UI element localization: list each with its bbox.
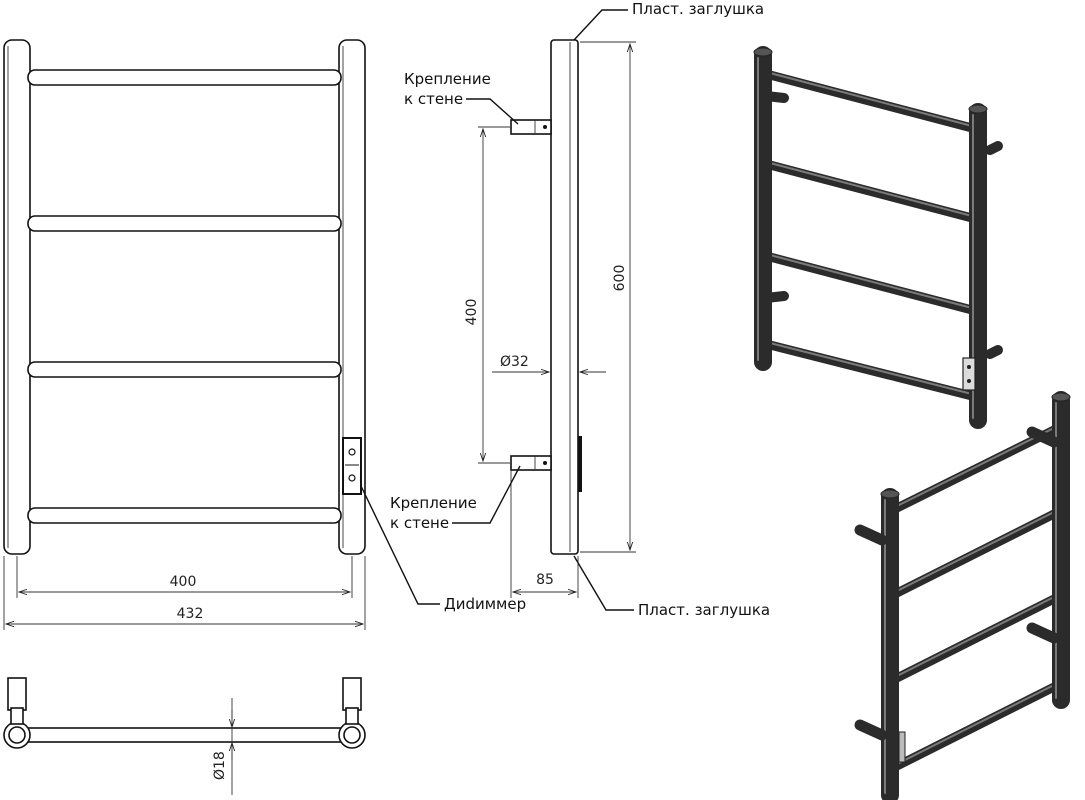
rung-4 (27, 507, 342, 524)
dim-mount-spacing: 400 (464, 299, 480, 326)
dim-rung-diameter: Ø18 (212, 751, 228, 780)
top-view-bracket-right (342, 677, 362, 711)
dim-inner-width: 400 (170, 574, 197, 590)
cap-bottom-label: Пласт. заглушка (638, 601, 770, 619)
rung-2 (27, 215, 342, 232)
rung-3 (27, 361, 342, 378)
top-view-bracket-left (7, 677, 27, 711)
mount-bottom-label-2: к стене (390, 514, 449, 532)
side-bracket-bottom (510, 455, 552, 471)
right-vertical-tube (338, 39, 366, 555)
iso-view-1 (753, 46, 1003, 429)
side-vertical-tube (550, 39, 579, 555)
dim-outer-width: 432 (177, 606, 204, 622)
front-view: 400 432 Диdиммер (3, 39, 526, 630)
dimmer-box (342, 437, 362, 495)
mount-bottom-label-1: Крепление (390, 494, 477, 512)
dimmer-label: Диdиммер (444, 595, 526, 613)
left-vertical-tube (3, 39, 31, 555)
side-dimmer (578, 436, 582, 492)
dim-height: 600 (612, 265, 628, 292)
side-bracket-top (510, 119, 552, 135)
dim-tube-diameter: Ø32 (500, 354, 529, 370)
mount-top-label-1: Крепление (404, 70, 491, 88)
top-view-rung (27, 727, 351, 743)
iso-view-2 (854, 391, 1071, 800)
cap-top-label: Пласт. заглушка (632, 0, 764, 18)
mount-top-label-2: к стене (404, 90, 463, 108)
dim-wall-offset: 85 (536, 572, 554, 588)
top-view: Ø18 (3, 677, 366, 795)
rung-1 (27, 69, 342, 86)
side-view: 400 600 Ø32 85 Пласт. заглушка Крепление… (390, 0, 770, 619)
